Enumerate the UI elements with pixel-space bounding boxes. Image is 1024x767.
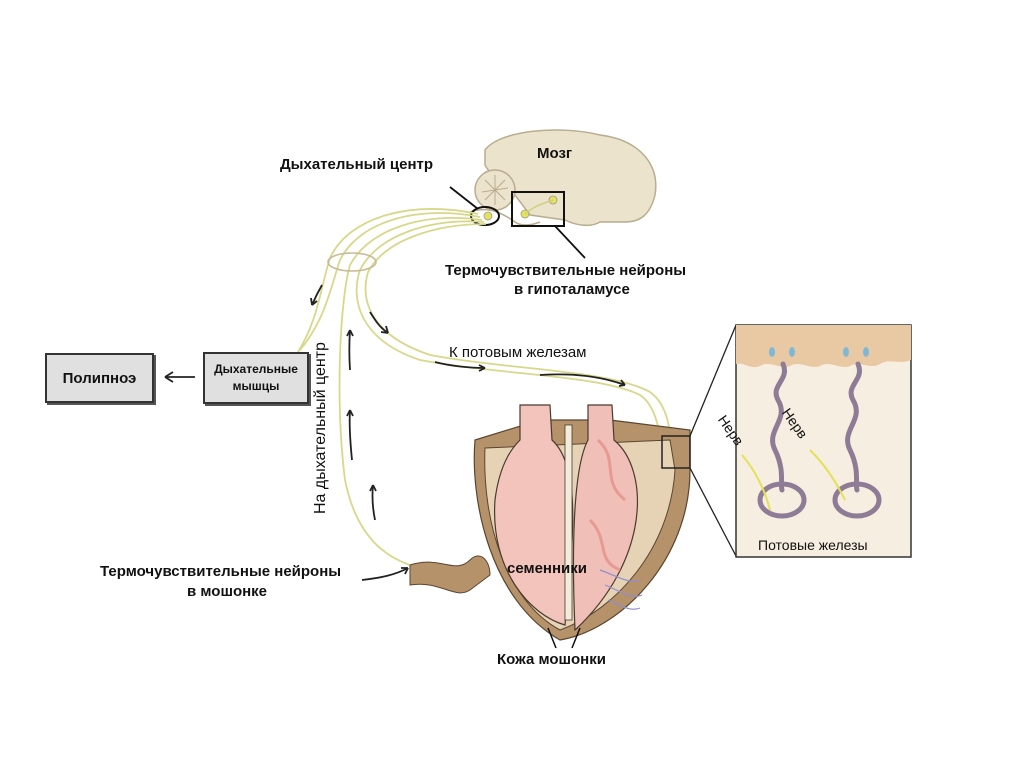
respiratory-muscles-box: Дыхательные мышцы [203, 352, 309, 404]
scrotal-neurons-label-line2: в мошонке [187, 583, 268, 600]
brain-illustration [469, 129, 657, 227]
brain-label: Мозг [537, 145, 573, 162]
hypothalamus-marker [511, 191, 565, 227]
sweat-glands-label: Потовые железы [758, 537, 868, 553]
polypnea-label: Полипноэ [62, 369, 137, 387]
nerve-bundle [297, 208, 673, 566]
to-sweat-glands-label: К потовым железам [449, 344, 587, 361]
nerve-sheath [327, 252, 377, 272]
hypothalamus-neurons-label-line2: в гипоталамусе [514, 281, 630, 298]
respiratory-muscles-label-line2: мышцы [232, 379, 280, 393]
sweat-gland-inset [735, 324, 912, 558]
sweat-gland-zoom-region [661, 435, 691, 469]
flow-arrows [164, 284, 626, 581]
hypothalamus-neurons-label-line1: Термочувствительные нейроны [445, 262, 687, 279]
scrotal-skin-label: Кожа мошонки [497, 651, 606, 668]
polypnea-box: Полипноэ [45, 353, 154, 403]
to-respiratory-center-label: На дыхательный центр [312, 342, 329, 514]
scrotal-neurons-label-line1: Термочувствительные нейроны [100, 563, 342, 580]
testes-label: семенники [507, 560, 587, 577]
respiratory-muscles-label-line1: Дыхательные [214, 362, 298, 376]
scrotum-illustration [409, 404, 691, 649]
respiratory-center-label: Дыхательный центр [280, 156, 434, 173]
